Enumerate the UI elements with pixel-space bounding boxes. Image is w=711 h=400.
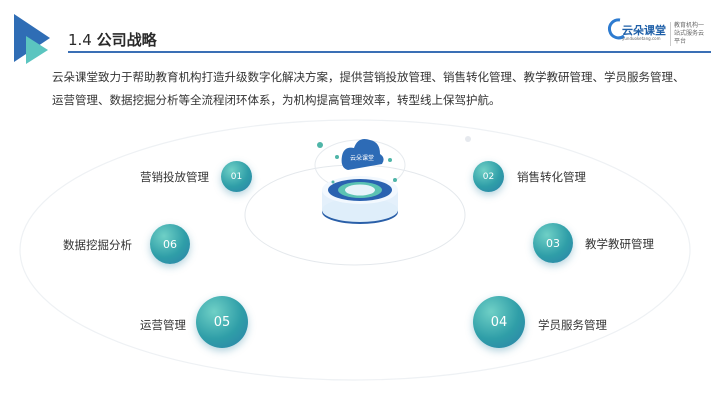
item-label-01: 营销投放管理 (140, 170, 209, 184)
cloud-logo-icon (341, 139, 384, 170)
item-circle-06: 06 (150, 224, 190, 264)
item-label-05: 运营管理 (140, 318, 186, 332)
item-label-02: 销售转化管理 (517, 170, 586, 184)
item-label-03: 教学教研管理 (585, 237, 654, 251)
item-circle-05: 05 (196, 296, 248, 348)
header-triangle-teal (26, 36, 48, 64)
intro-paragraph: 云朵课堂致力于帮助教育机构打造升级数字化解决方案，提供营销投放管理、销售转化管理… (52, 70, 685, 107)
logo-url: yunduoketang.com (622, 36, 661, 41)
logo-cloud-icon (608, 18, 625, 40)
center-logo-text: 云朵课堂 (350, 154, 374, 162)
item-circle-02: 02 (473, 161, 504, 192)
section-number: 1.4 (68, 31, 92, 49)
logo-tagline: 教育机构一站式服务云平台 (670, 22, 706, 46)
header-triangle-blue (14, 14, 50, 62)
orbit-outer (19, 119, 691, 381)
item-label-06: 数据挖掘分析 (63, 238, 132, 252)
item-circle-03: 03 (533, 223, 573, 263)
item-label-04: 学员服务管理 (538, 318, 607, 332)
logo-name: 云朵课堂 (622, 24, 666, 37)
title-divider (68, 51, 711, 53)
page-title: 1.4 公司战略 (68, 29, 157, 50)
center-platform (322, 176, 398, 224)
section-title: 公司战略 (96, 31, 157, 49)
item-circle-04: 04 (473, 296, 525, 348)
item-circle-01: 01 (221, 161, 252, 192)
